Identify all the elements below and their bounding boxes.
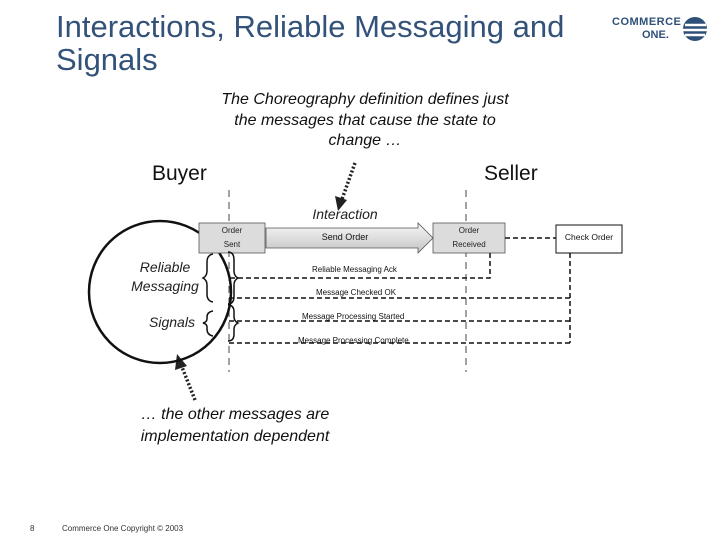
check-order-box — [555, 224, 623, 254]
slide-title: Interactions, Reliable Messaging and Sig… — [56, 9, 565, 77]
reliable-ack-line — [229, 253, 491, 279]
commerce-one-logo: COMMERCE ONE. — [608, 14, 710, 50]
send-order-label: Send Order — [321, 232, 369, 242]
signals-right-brace — [227, 304, 240, 342]
signals-label: Signals — [149, 314, 195, 330]
buyer-label: Buyer — [152, 162, 207, 185]
reliable-messaging-left-brace — [201, 253, 214, 303]
page-number: 8 — [30, 524, 35, 533]
signals-left-brace — [202, 310, 214, 337]
bottom-pointer-arrow — [175, 354, 197, 401]
order-sent-box — [198, 222, 266, 254]
order-received-label: Order Received — [433, 224, 505, 252]
seller-label: Seller — [484, 162, 538, 185]
reliable-messaging-line2: Messaging — [131, 278, 199, 294]
copyright-text: Commerce One Copyright © 2003 — [62, 524, 184, 533]
send-order-arrow — [265, 222, 434, 254]
order-sent-line1: Order — [221, 226, 243, 235]
check-order-label: Check Order — [564, 232, 614, 242]
logo-word-one: ONE. — [642, 29, 669, 41]
order-sent-label: Order Sent — [199, 224, 265, 252]
top-pointer-arrow — [335, 162, 357, 211]
buyer-state-circle — [87, 219, 233, 365]
choreography-note: The Choreography definition defines just… — [221, 91, 509, 149]
implementation-note: … the other messages are implementation … — [140, 406, 330, 445]
logo-word-commerce: COMMERCE — [612, 16, 682, 28]
order-received-box — [432, 222, 506, 254]
reliable-messaging-line1: Reliable — [139, 259, 191, 275]
message-processing-complete: Message Processing Complete — [298, 336, 409, 345]
message-reliable-ack: Reliable Messaging Ack — [312, 265, 397, 274]
order-received-line1: Order — [458, 226, 480, 235]
message-processing-started: Message Processing Started — [302, 312, 405, 321]
reliable-messaging-label: Reliable Messaging — [115, 258, 215, 296]
message-checked-ok: Message Checked OK — [316, 288, 397, 297]
reliable-messaging-right-brace — [227, 251, 240, 305]
logo-globe-icon — [683, 17, 707, 41]
order-sent-line2: Sent — [223, 240, 241, 249]
interaction-label: Interaction — [312, 206, 378, 222]
order-received-line2: Received — [452, 240, 486, 249]
